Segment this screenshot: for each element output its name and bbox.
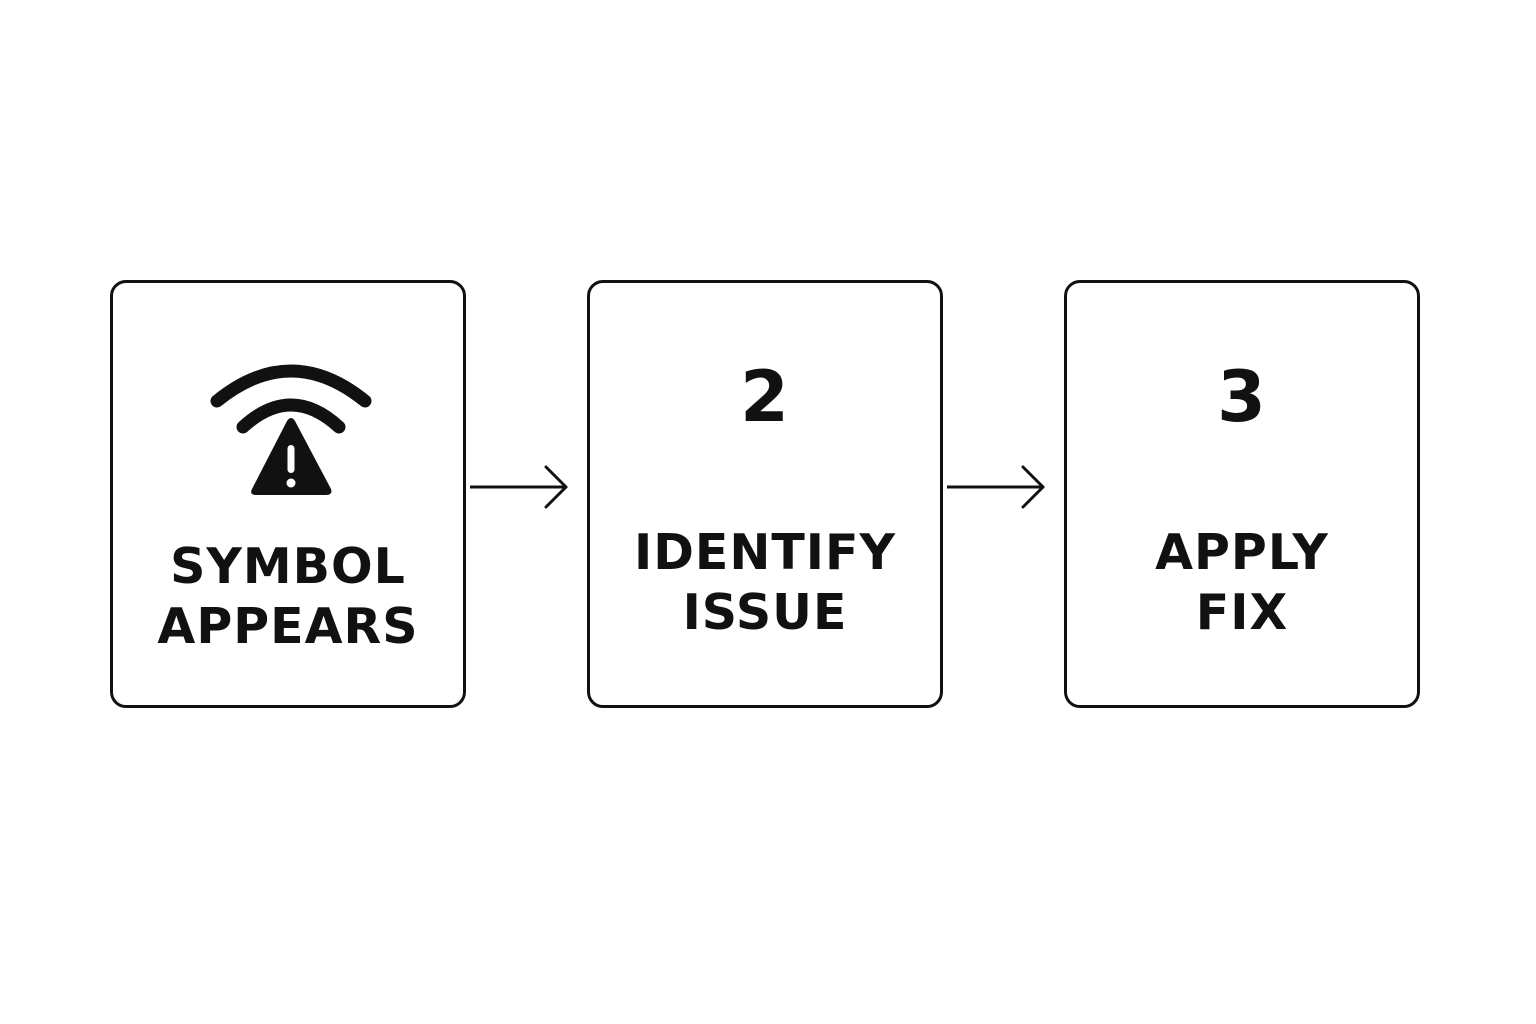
right-arrow-icon bbox=[947, 465, 1045, 509]
step-3-number: 3 bbox=[1217, 356, 1267, 438]
step-3-label: APPLY FIX bbox=[1155, 524, 1329, 641]
step-2-label: IDENTIFY ISSUE bbox=[634, 524, 896, 641]
step-1-label: SYMBOL APPEARS bbox=[157, 538, 419, 655]
step-2-number: 2 bbox=[740, 356, 790, 438]
wifi-warning-icon bbox=[210, 364, 372, 495]
step-3-box: 3 APPLY FIX bbox=[1064, 280, 1420, 708]
step-2-box: 2 IDENTIFY ISSUE bbox=[587, 280, 943, 708]
step-1-box: SYMBOL APPEARS bbox=[110, 280, 466, 708]
right-arrow-icon bbox=[470, 465, 568, 509]
